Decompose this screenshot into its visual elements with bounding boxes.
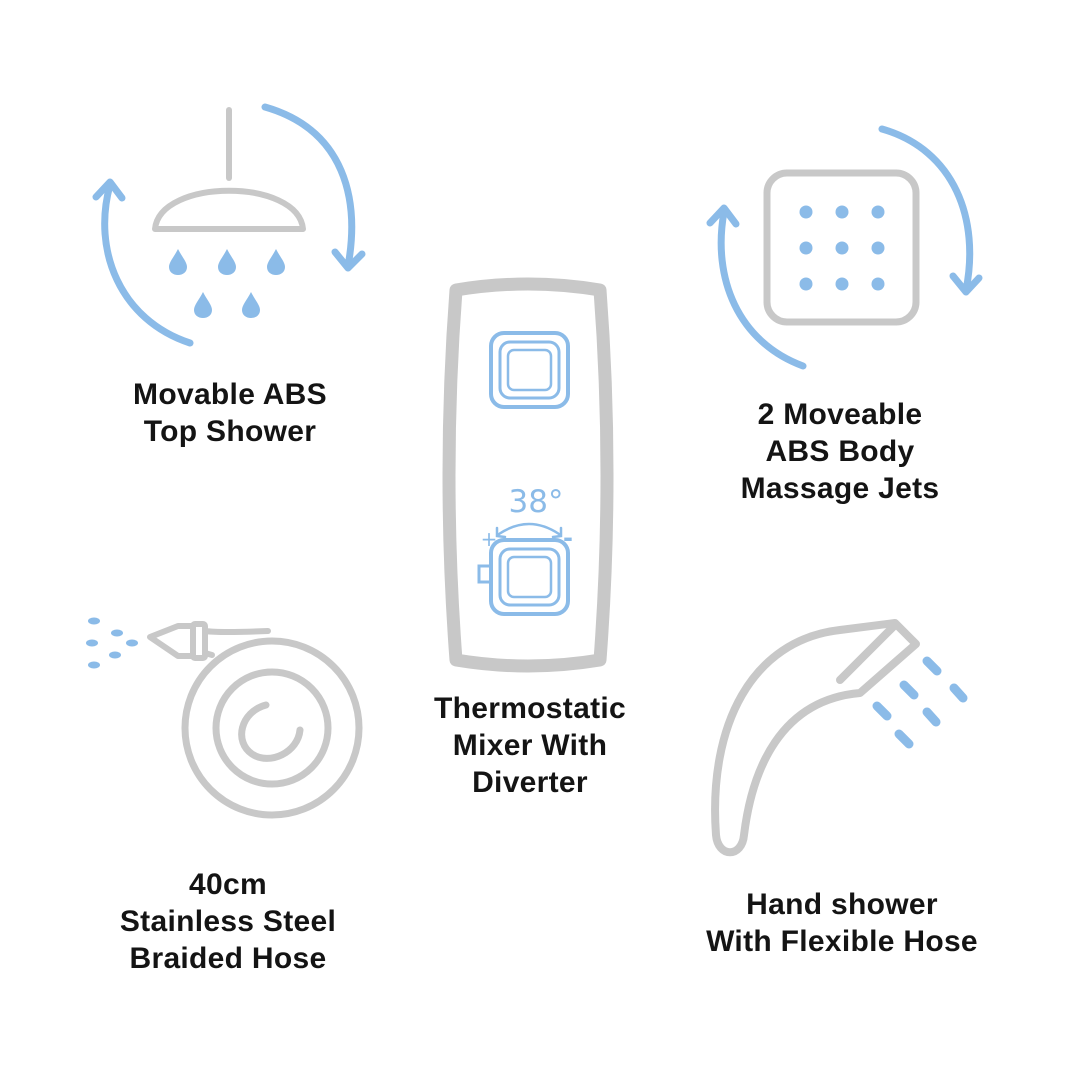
rotate-arrows-icon [92,103,366,347]
thermostatic-mixer-icon: 38° + - [442,277,614,673]
temperature-knob [477,538,570,616]
hand-shower-icon [711,619,920,857]
temperature-plus: + [481,527,498,551]
caption-braided-hose: 40cm Stainless Steel Braided Hose [68,866,388,977]
body-jets-icon [763,169,920,326]
caption-body-jets: 2 Moveable ABS Body Massage Jets [690,396,990,507]
caption-mixer: Thermostatic Mixer With Diverter [380,690,680,801]
water-stream-icon [872,656,968,749]
caption-top-shower: Movable ABS Top Shower [80,376,380,450]
caption-line: Massage Jets [740,472,940,505]
caption-line: Hand shower [746,888,938,921]
caption-line: 2 Moveable [757,398,923,431]
caption-hand-shower: Hand shower With Flexible Hose [672,886,1012,960]
caption-line: With Flexible Hose [706,925,978,958]
temperature-minus: - [563,524,573,552]
diverter-knob [489,331,570,409]
caption-line: Movable ABS [133,378,327,411]
caption-line: Braided Hose [129,942,327,975]
caption-line: Top Shower [143,415,317,448]
shower-head-icon [152,107,306,318]
coiled-hose-icon [147,621,363,819]
jet-nozzles-icon [799,205,885,291]
water-spray-icon [86,617,138,669]
rotate-arrows-icon [706,125,983,370]
water-drops-icon [169,249,285,318]
caption-line: ABS Body [765,435,915,468]
temperature-dial-arrow-icon [495,522,563,539]
caption-line: Stainless Steel [119,905,337,938]
caption-line: Thermostatic [434,692,626,725]
caption-line: 40cm [189,868,267,901]
caption-line: Mixer With [452,729,608,762]
temperature-readout: 38° [509,484,564,520]
caption-line: Diverter [472,766,588,799]
